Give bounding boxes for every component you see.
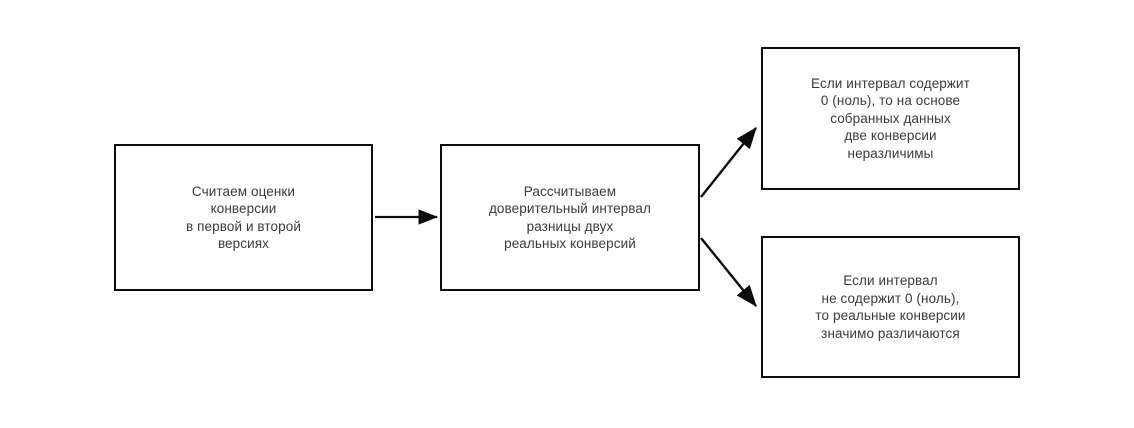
node-estimate-label: Считаем оценки конверсии в первой и втор… [185,183,302,252]
node-interval-label: Рассчитываем доверительный интервал разн… [488,183,652,252]
node-contains-zero-label: Если интервал содержит 0 (ноль), то на о… [811,75,970,161]
node-estimate: Считаем оценки конверсии в первой и втор… [114,144,373,291]
arrow-interval-to-not-contains-zero [700,237,757,307]
node-not-contains-zero: Если интервал не содержит 0 (ноль), то р… [761,236,1020,378]
node-not-contains-zero-label: Если интервал не содержит 0 (ноль), то р… [815,273,966,341]
node-contains-zero: Если интервал содержит 0 (ноль), то на о… [761,47,1020,190]
arrow-interval-to-contains-zero [700,127,757,198]
node-interval: Рассчитываем доверительный интервал разн… [440,144,700,291]
